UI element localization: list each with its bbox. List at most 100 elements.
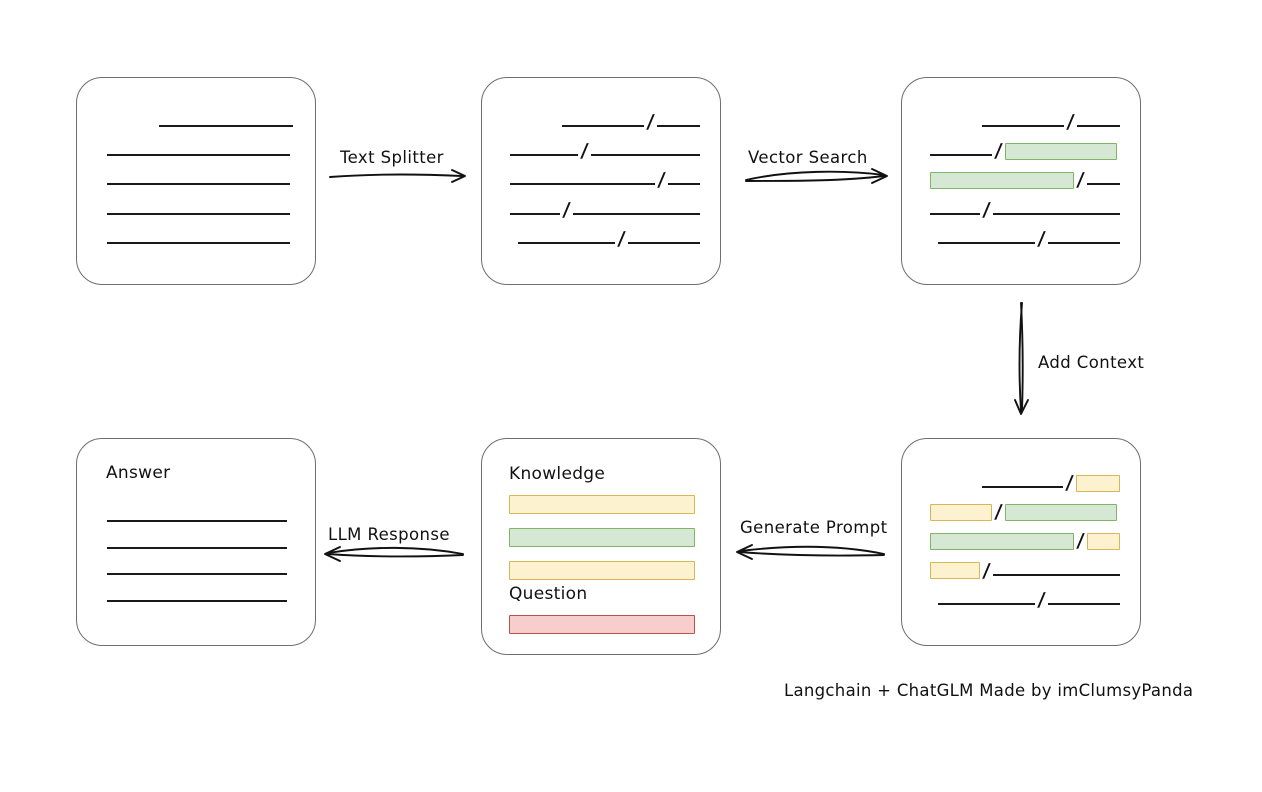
context-added-box[interactable]: / / / / / xyxy=(901,438,1141,646)
line-rule xyxy=(993,573,1120,576)
line-rule xyxy=(107,212,290,215)
prompt-box[interactable]: Knowledge Question xyxy=(481,438,721,655)
line-separator-slash: / xyxy=(993,501,1004,524)
document-line: / xyxy=(930,559,1120,582)
line-rule xyxy=(107,183,290,186)
line-separator-slash: / xyxy=(1076,169,1086,192)
line-rule xyxy=(510,212,561,215)
source-document-lines xyxy=(107,114,293,260)
line-separator-slash: / xyxy=(1065,111,1076,133)
line-rule xyxy=(993,212,1120,215)
line-rule xyxy=(107,546,287,549)
line-rule xyxy=(1048,602,1120,605)
knowledge-label: Knowledge xyxy=(509,464,606,484)
document-line: / xyxy=(930,530,1120,553)
document-line: / xyxy=(510,169,700,192)
arrow-llm-response xyxy=(324,546,464,562)
document-line: / xyxy=(510,227,700,250)
highlight-chip-green xyxy=(1004,503,1117,521)
line-rule xyxy=(937,602,1036,605)
question-label: Question xyxy=(509,584,588,604)
line-rule xyxy=(930,154,992,157)
highlight-chip-yellow xyxy=(930,503,992,521)
vector-matches-lines: / / / / / xyxy=(930,111,1120,260)
line-separator-slash: / xyxy=(982,559,992,582)
line-rule xyxy=(667,183,700,186)
document-line xyxy=(107,202,293,218)
answer-title: Answer xyxy=(106,463,171,483)
document-line: / xyxy=(510,111,700,133)
split-chunks-box[interactable]: / / / / / xyxy=(481,77,721,285)
document-line: / xyxy=(930,588,1120,611)
knowledge-bar-yellow xyxy=(509,495,695,514)
footer-credit: Langchain + ChatGLM Made by imClumsyPand… xyxy=(784,681,1194,700)
line-rule xyxy=(107,599,287,602)
question-bar-red xyxy=(509,615,695,634)
document-line: / xyxy=(930,227,1120,250)
line-separator-slash: / xyxy=(993,140,1004,163)
line-rule xyxy=(573,212,700,215)
arrow-vector-search xyxy=(745,168,888,184)
document-line xyxy=(107,589,293,605)
document-line: / xyxy=(930,501,1120,524)
document-line: / xyxy=(930,472,1120,494)
document-line xyxy=(107,231,293,247)
line-rule xyxy=(1077,125,1120,127)
line-separator-slash: / xyxy=(617,227,627,250)
line-rule xyxy=(628,241,700,244)
line-rule xyxy=(590,154,700,157)
answer-box[interactable]: Answer xyxy=(76,438,316,646)
document-line xyxy=(107,143,293,159)
line-separator-slash: / xyxy=(1037,588,1047,611)
question-bar-list xyxy=(509,615,695,648)
highlight-chip-green xyxy=(930,171,1075,189)
arrow-add-context xyxy=(1014,302,1029,415)
arrow-generate-prompt xyxy=(736,544,885,560)
line-separator-slash: / xyxy=(1076,530,1086,553)
arrow-label-add-context: Add Context xyxy=(1038,353,1145,372)
arrow-label-text-splitter: Text Splitter xyxy=(340,148,444,167)
knowledge-bar-green xyxy=(509,528,695,547)
split-chunks-lines: / / / / / xyxy=(510,111,700,260)
highlight-chip-green xyxy=(1004,142,1117,160)
highlight-chip-yellow xyxy=(1087,532,1120,550)
line-separator-slash: / xyxy=(982,198,992,221)
line-rule xyxy=(107,573,287,575)
line-separator-slash: / xyxy=(562,198,572,221)
document-line: / xyxy=(930,169,1120,192)
line-rule xyxy=(930,212,981,215)
line-separator-slash: / xyxy=(1037,227,1047,250)
line-separator-slash: / xyxy=(645,111,656,133)
document-line: / xyxy=(510,198,700,221)
line-rule xyxy=(510,154,578,157)
document-line: / xyxy=(930,111,1120,133)
line-rule xyxy=(158,125,293,127)
knowledge-bar-yellow xyxy=(509,561,695,580)
highlight-chip-green xyxy=(930,532,1075,550)
highlight-chip-yellow xyxy=(1076,474,1120,492)
context-added-lines: / / / / / xyxy=(930,472,1120,621)
vector-matches-box[interactable]: / / / / / xyxy=(901,77,1141,285)
document-line: / xyxy=(930,140,1120,163)
document-line: / xyxy=(510,140,700,163)
document-line xyxy=(107,562,293,578)
line-separator-slash: / xyxy=(579,140,589,163)
line-rule xyxy=(107,154,290,157)
line-separator-slash: / xyxy=(1065,472,1075,494)
arrow-label-llm-response: LLM Response xyxy=(328,525,450,544)
line-separator-slash: / xyxy=(656,169,667,192)
line-rule xyxy=(981,486,1064,488)
document-line xyxy=(107,509,293,525)
line-rule xyxy=(657,125,700,127)
highlight-chip-yellow xyxy=(930,562,981,580)
line-rule xyxy=(1087,183,1120,186)
knowledge-bar-list xyxy=(509,495,695,594)
document-line xyxy=(107,114,293,130)
line-rule xyxy=(1048,241,1120,244)
source-document-box[interactable] xyxy=(76,77,316,285)
answer-lines xyxy=(107,509,293,615)
line-rule xyxy=(561,125,645,127)
line-rule xyxy=(107,241,290,244)
arrow-label-vector-search: Vector Search xyxy=(748,148,868,167)
line-rule xyxy=(981,125,1065,127)
